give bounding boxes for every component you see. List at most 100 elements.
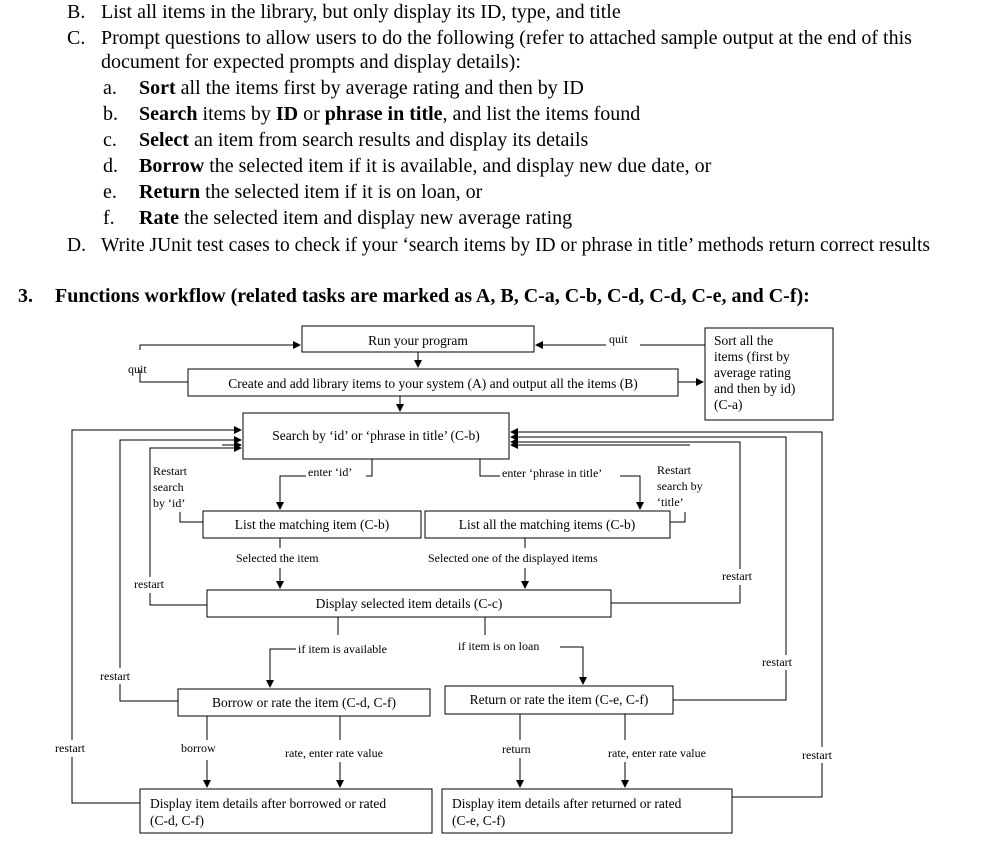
- connector: [119, 684, 178, 702]
- label-restart-6: restart: [802, 748, 833, 762]
- list-marker: B.: [67, 1, 86, 23]
- label-restart-5: restart: [55, 741, 86, 755]
- text-list-all: List all the matching items (C-b): [459, 517, 636, 532]
- label-restart-1: restart: [134, 577, 165, 591]
- connector: [276, 475, 306, 510]
- sub-bold: Borrow: [139, 155, 205, 177]
- label-rate-2: rate, enter rate value: [608, 746, 706, 760]
- section-number: 3.: [18, 285, 33, 307]
- section-heading: 3. Functions workflow (related tasks are …: [18, 285, 810, 308]
- text-after-borrow-2: (C-d, C-f): [150, 813, 204, 828]
- sub-marker: a.: [103, 77, 117, 99]
- connector: [139, 341, 301, 350]
- sub-text: the selected item and display new averag…: [178, 207, 573, 229]
- label-if-available: if item is available: [298, 642, 387, 656]
- box-borrow-rate: [177, 688, 431, 717]
- box-run-program: [301, 325, 535, 353]
- sub-bold: phrase in title: [324, 103, 443, 125]
- list-text: document for expected prompts and displa…: [101, 51, 521, 73]
- list-marker: D.: [67, 235, 86, 256]
- list-text: Prompt questions to allow users to do th…: [101, 27, 912, 49]
- text-borrow-rate: Borrow or rate the item (C-d, C-f): [212, 695, 396, 710]
- sub-text: the selected item if it is on loan, or: [200, 181, 483, 203]
- connector: [119, 436, 242, 668]
- sub-bold: Return: [139, 181, 201, 203]
- sub-item-a: a. Sort all the items first by average ra…: [103, 76, 584, 100]
- text-sort-1: Sort all the: [714, 333, 773, 348]
- sub-marker: f.: [103, 207, 115, 229]
- label-return: return: [502, 742, 531, 756]
- section-title: Functions workflow (related tasks are ma…: [55, 285, 810, 307]
- list-text: Write JUnit test cases to check if your …: [101, 235, 930, 256]
- connector: [179, 512, 203, 523]
- sub-text: items by: [197, 103, 276, 125]
- connector: [71, 426, 242, 740]
- connector: [510, 438, 741, 569]
- label-restart-id-1: Restart: [153, 464, 188, 478]
- text-return-rate: Return or rate the item (C-e, C-f): [470, 692, 649, 707]
- text-run-program: Run your program: [368, 333, 468, 348]
- box-search: [242, 412, 510, 460]
- label-selected-item: Selected the item: [236, 551, 319, 565]
- box-after-borrow: [139, 788, 433, 834]
- list-item-c: C. Prompt questions to allow users to do …: [67, 26, 912, 50]
- label-selected-one: Selected one of the displayed items: [428, 551, 598, 565]
- sub-bold: ID: [275, 103, 299, 125]
- box-display-details: [206, 589, 612, 618]
- text-after-borrow-1: Display item details after borrowed or r…: [150, 796, 386, 811]
- sub-item-d: d. Borrow the selected item if it is avai…: [103, 154, 711, 178]
- text-list-one: List the matching item (C-b): [235, 517, 389, 532]
- text-after-return-1: Display item details after returned or r…: [452, 796, 682, 811]
- text-sort-2: items (first by: [714, 349, 790, 364]
- sub-item-b: b.Search items by ID or phrase in title,…: [103, 102, 640, 126]
- sub-bold: Select: [139, 129, 189, 151]
- label-borrow: borrow: [181, 741, 216, 755]
- connector: [510, 428, 823, 747]
- label-quit-left: quit: [128, 362, 147, 376]
- label-restart-id-3: by ‘id’: [153, 496, 185, 510]
- connector: [139, 370, 188, 383]
- label-quit-top: quit: [609, 332, 628, 346]
- connector: [479, 459, 500, 477]
- label-restart-2: restart: [722, 569, 753, 583]
- sub-bold: Search: [139, 103, 198, 125]
- text-search: Search by ‘id’ or ‘phrase in title’ (C-b…: [272, 428, 480, 443]
- label-restart-title-2: search by: [657, 479, 703, 493]
- sub-text: or: [298, 103, 325, 125]
- connector: [149, 593, 207, 606]
- text-display-details: Display selected item details (C-c): [316, 596, 503, 611]
- list-item-d: D. Write JUnit test cases to check if you…: [67, 234, 930, 258]
- label-restart-title-3: ‘title’: [657, 495, 684, 509]
- list-text: List all items in the library, but only …: [101, 1, 621, 23]
- list-item-b: B. List all items in the library, but onl…: [67, 0, 621, 24]
- connector: [670, 512, 686, 523]
- box-create-items: [187, 368, 679, 397]
- label-rate-1: rate, enter rate value: [285, 746, 383, 760]
- label-restart-4: restart: [762, 655, 793, 669]
- connector: [673, 670, 787, 701]
- sub-marker: d.: [103, 155, 118, 177]
- sub-item-e: e.Return the selected item if it is on l…: [103, 180, 482, 204]
- box-after-return: [441, 788, 733, 834]
- list-marker: C.: [67, 27, 86, 49]
- connector: [149, 444, 242, 577]
- sub-text: the selected item if it is available, an…: [204, 155, 712, 177]
- box-list-one: [202, 510, 422, 539]
- label-enter-id: enter ‘id’: [308, 465, 352, 479]
- box-list-all: [424, 510, 671, 539]
- text-after-return-2: (C-e, C-f): [452, 813, 505, 828]
- connector: [560, 646, 587, 685]
- sub-text: all the items first by average rating an…: [175, 77, 584, 99]
- sub-item-c: c. Select an item from search results and…: [103, 128, 588, 152]
- label-restart-3: restart: [100, 669, 131, 683]
- sub-marker: c.: [103, 129, 117, 151]
- label-enter-phrase: enter ‘phrase in title’: [502, 466, 602, 480]
- connector: [71, 757, 140, 804]
- sub-text: , and list the items found: [442, 103, 641, 125]
- text-sort-3: average rating: [714, 365, 791, 380]
- label-restart-id-2: search: [153, 480, 184, 494]
- label-restart-title-1: Restart: [657, 463, 692, 477]
- sub-bold: Sort: [139, 77, 176, 99]
- sub-text: an item from search results and display …: [188, 129, 589, 151]
